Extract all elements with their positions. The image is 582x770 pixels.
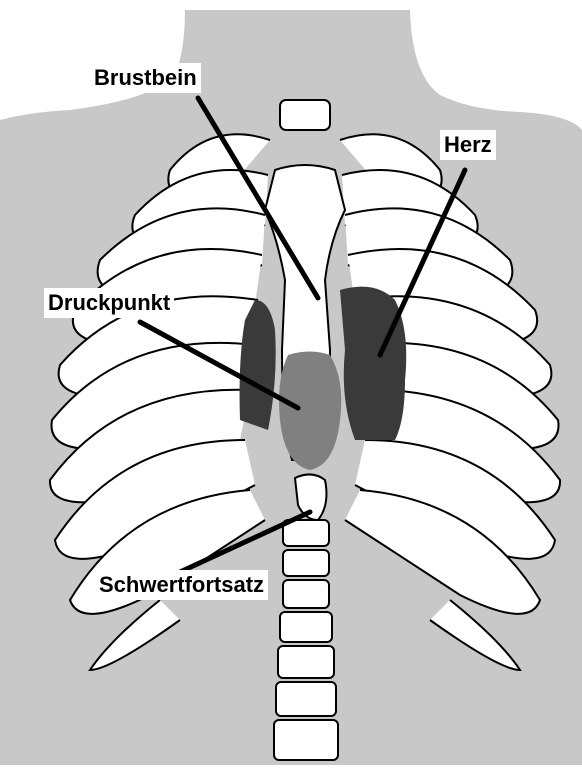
heart-shape (340, 287, 406, 440)
label-schwertfortsatz: Schwertfortsatz (95, 570, 268, 600)
label-herz: Herz (440, 130, 496, 160)
label-druckpunkt: Druckpunkt (44, 288, 174, 318)
label-brustbein: Brustbein (90, 63, 201, 93)
